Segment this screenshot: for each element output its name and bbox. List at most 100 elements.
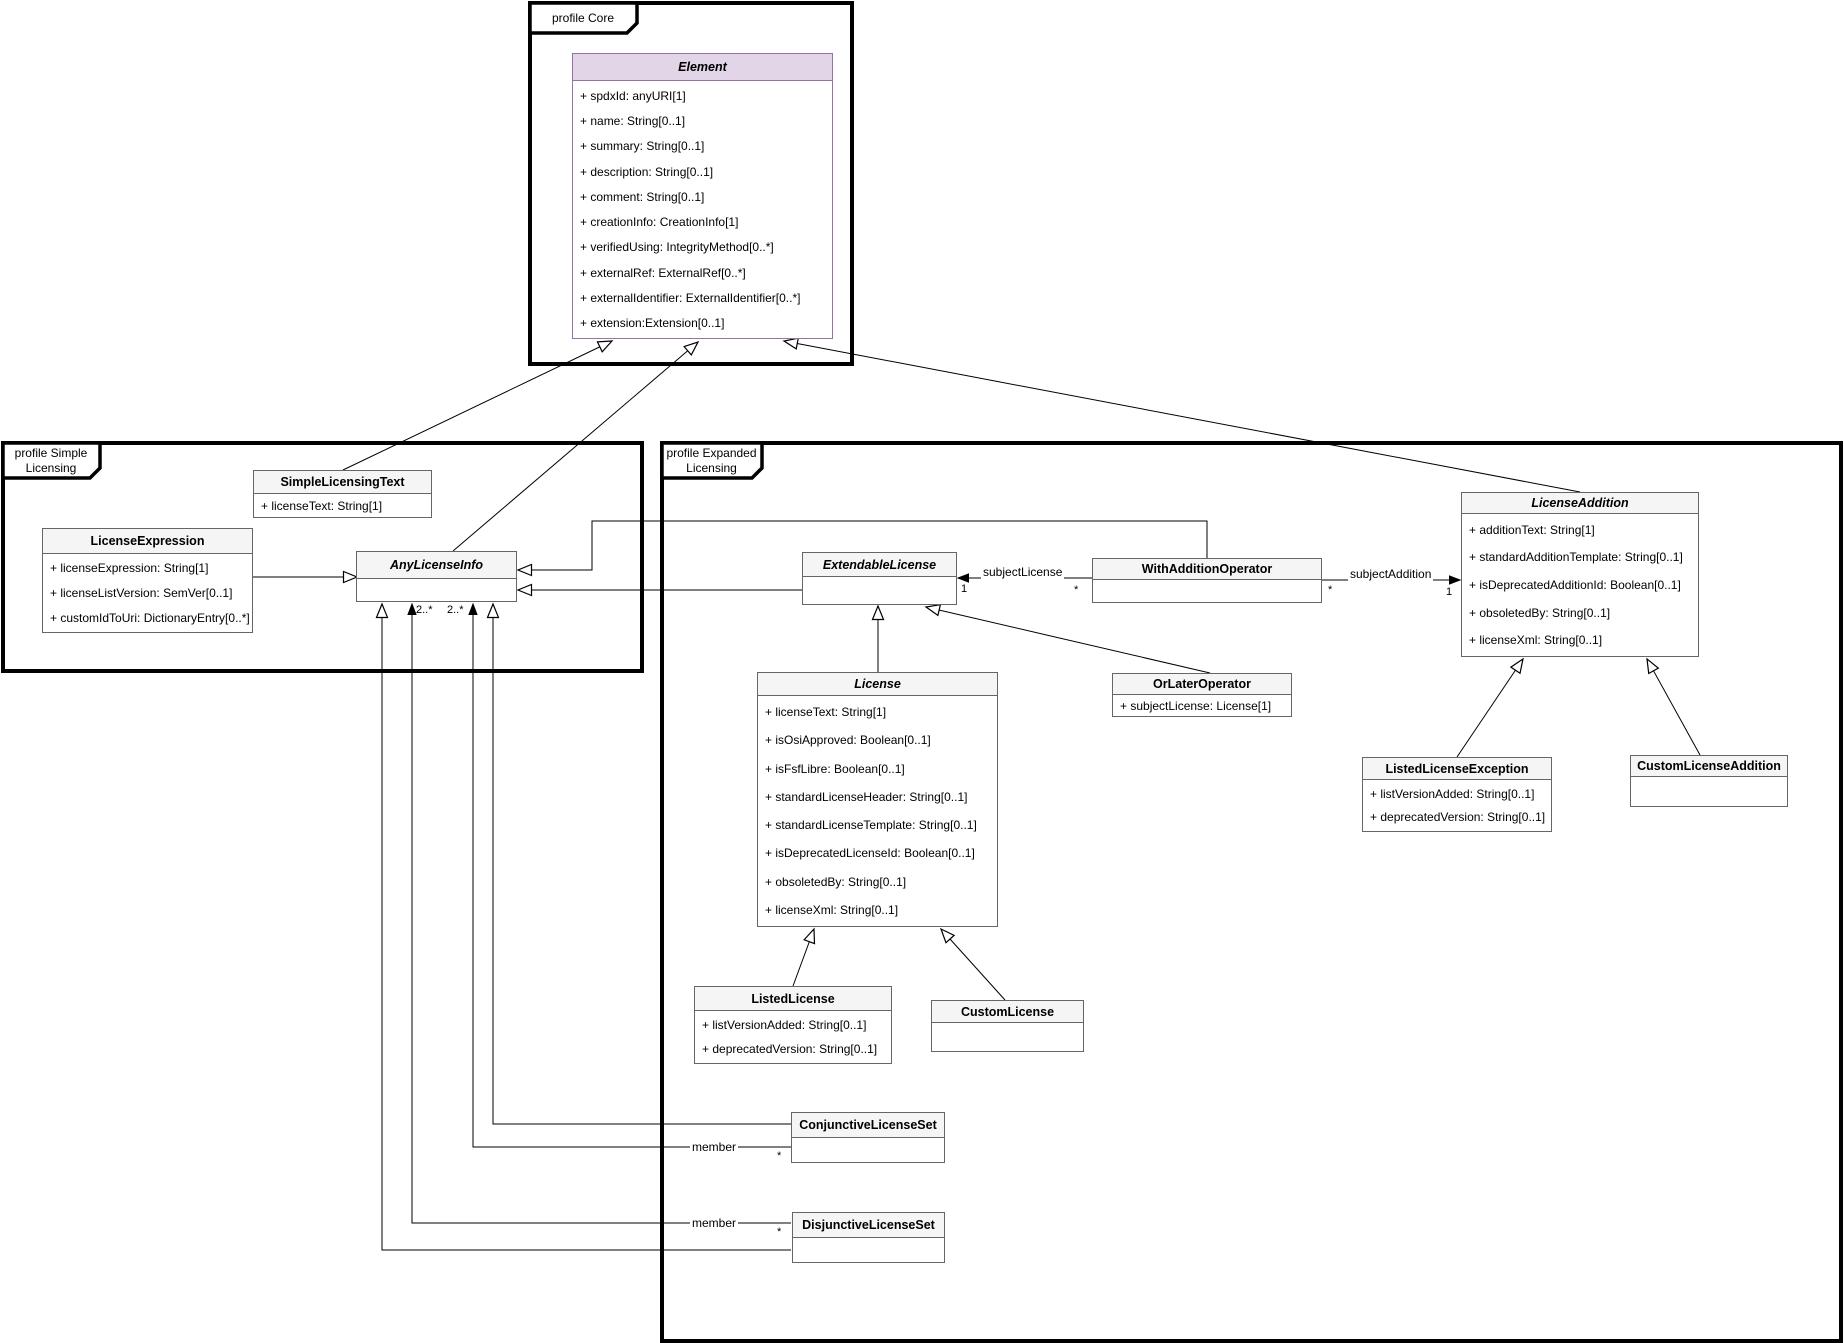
class-element-title: Element	[573, 54, 832, 81]
class-attribute: + additionText: String[1]	[1469, 522, 1595, 537]
edge-gen-simplelicensingtext-element	[342, 340, 614, 471]
edge-gen-customlicense-license	[939, 927, 1006, 1001]
class-attribute: + licenseExpression: String[1]	[50, 561, 209, 576]
class-attribute: + verifiedUsing: IntegrityMethod[0..*]	[580, 240, 774, 255]
package-expanded-tab	[660, 441, 764, 480]
edge-mult-conjunctive-member-target: 2..*	[447, 604, 464, 616]
class-license-title: License	[758, 673, 997, 696]
class-attribute: + standardLicenseHeader: String[0..1]	[765, 789, 968, 804]
package-expanded-label: profile Expanded Licensing	[666, 446, 757, 475]
class-extendablelicense-attributes	[803, 577, 956, 604]
class-anylicenseinfo-title: AnyLicenseInfo	[357, 552, 516, 579]
class-attribute: + obsoletedBy: String[0..1]	[765, 874, 907, 889]
class-attribute: + licenseText: String[1]	[765, 705, 887, 720]
edge-label-conjunctive-member: member	[690, 1140, 739, 1154]
class-customlicense-attributes	[932, 1023, 1083, 1051]
class-attribute: + extension:Extension[0..1]	[580, 316, 725, 331]
class-disjunctivelicenseset-title: DisjunctiveLicenseSet	[793, 1213, 944, 1238]
class-customlicenseaddition: CustomLicenseAddition	[1630, 755, 1788, 807]
class-anylicenseinfo: AnyLicenseInfo	[356, 551, 517, 602]
class-attribute: + deprecatedVersion: String[0..1]	[702, 1042, 878, 1056]
edge-mult-subjectaddition-source: *	[1328, 584, 1333, 596]
class-attribute: + spdxId: anyURI[1]	[580, 88, 686, 103]
class-attribute: + name: String[0..1]	[580, 113, 686, 128]
class-withadditionoperator-title: WithAdditionOperator	[1093, 559, 1321, 580]
edge-gen-listedlicenseexception-licenseaddition	[1456, 657, 1524, 758]
class-withadditionoperator: WithAdditionOperator	[1092, 558, 1322, 603]
class-listedlicenseexception-title: ListedLicenseException	[1363, 758, 1551, 780]
class-conjunctivelicenseset-attributes	[792, 1138, 944, 1162]
class-customlicenseaddition-attributes	[1631, 777, 1787, 806]
class-attribute: + isOsiApproved: Boolean[0..1]	[765, 733, 931, 748]
class-simplelicensingtext-title: SimpleLicensingText	[254, 471, 431, 494]
class-listedlicense-attributes: + listVersionAdded: String[0..1] + deprec…	[695, 1011, 891, 1063]
edge-gen-licenseaddition-element	[782, 337, 1581, 493]
class-attribute: + isFsfLibre: Boolean[0..1]	[765, 761, 905, 776]
class-orlateroperator: OrLaterOperator + subjectLicense: Licens…	[1112, 673, 1292, 717]
package-simple-label: profile Simple Licensing	[14, 446, 88, 475]
edge-label-subjectaddition: subjectAddition	[1348, 567, 1434, 581]
class-attribute: + isDeprecatedLicenseId: Boolean[0..1]	[765, 846, 975, 861]
class-anylicenseinfo-attributes	[357, 579, 516, 601]
package-simple-tab	[1, 441, 102, 480]
class-attribute: + licenseXml: String[0..1]	[765, 902, 899, 917]
class-licenseexpression: LicenseExpression + licenseExpression: S…	[42, 528, 253, 633]
edge-label-subjectlicense: subjectLicense	[981, 565, 1065, 579]
class-withadditionoperator-attributes	[1093, 580, 1321, 602]
class-listedlicense-title: ListedLicense	[695, 987, 891, 1011]
package-simple-frame	[1, 441, 644, 673]
class-attribute: + licenseListVersion: SemVer[0..1]	[50, 585, 233, 600]
class-conjunctivelicenseset: ConjunctiveLicenseSet	[791, 1112, 945, 1163]
class-licenseaddition: LicenseAddition + additionText: String[1…	[1461, 492, 1699, 657]
class-orlateroperator-attributes: + subjectLicense: License[1]	[1113, 695, 1291, 716]
class-attribute: + listVersionAdded: String[0..1]	[1370, 786, 1535, 801]
edge-gen-orlateroperator-extendablelicense	[924, 603, 1211, 674]
edge-gen-listedlicense-license	[792, 927, 816, 987]
class-licenseexpression-title: LicenseExpression	[43, 529, 252, 554]
class-disjunctivelicenseset: DisjunctiveLicenseSet	[792, 1212, 945, 1263]
edge-gen-conjunctivelicenseset-anylicenseinfo	[486, 602, 791, 1125]
package-core-label: profile Core	[551, 10, 615, 25]
edge-mult-subjectlicense-source: *	[1074, 584, 1079, 596]
class-attribute: + externalIdentifier: ExternalIdentifier…	[580, 291, 801, 306]
class-disjunctivelicenseset-attributes	[793, 1238, 944, 1262]
edge-mult-subjectlicense-target: 1	[961, 583, 968, 595]
class-customlicense: CustomLicense	[931, 1000, 1084, 1052]
class-extendablelicense-title: ExtendableLicense	[803, 553, 956, 577]
class-element-attributes: + spdxId: anyURI[1] + name: String[0..1] +…	[573, 81, 832, 338]
class-extendablelicense: ExtendableLicense	[802, 552, 957, 605]
class-attribute: + listVersionAdded: String[0..1]	[702, 1018, 867, 1032]
class-orlateroperator-title: OrLaterOperator	[1113, 674, 1291, 695]
class-attribute: + licenseXml: String[0..1]	[1469, 633, 1603, 648]
class-element: Element + spdxId: anyURI[1] + name: Strin…	[572, 53, 833, 339]
class-attribute: + isDeprecatedAdditionId: Boolean[0..1]	[1469, 577, 1681, 592]
class-customlicenseaddition-title: CustomLicenseAddition	[1631, 756, 1787, 777]
class-attribute: + obsoletedBy: String[0..1]	[1469, 605, 1611, 620]
class-attribute: + description: String[0..1]	[580, 164, 714, 179]
class-attribute: + creationInfo: CreationInfo[1]	[580, 215, 739, 230]
class-licenseaddition-title: LicenseAddition	[1462, 493, 1698, 514]
class-attribute: + comment: String[0..1]	[580, 189, 705, 204]
class-listedlicense: ListedLicense + listVersionAdded: String…	[694, 986, 892, 1064]
package-core-frame	[528, 1, 854, 366]
class-licenseexpression-attributes: + licenseExpression: String[1] + licenseL…	[43, 554, 252, 632]
class-attribute: + summary: String[0..1]	[580, 139, 705, 154]
class-attribute: + externalRef: ExternalRef[0..*]	[580, 265, 746, 280]
edge-gen-anylicenseinfo-element	[452, 340, 700, 552]
class-attribute: + deprecatedVersion: String[0..1]	[1370, 810, 1546, 825]
class-attribute: + standardAdditionTemplate: String[0..1]	[1469, 550, 1683, 565]
edge-mult-disjunctive-member-source: *	[777, 1226, 782, 1238]
class-attribute: + subjectLicense: License[1]	[1120, 698, 1272, 713]
class-listedlicenseexception: ListedLicenseException + listVersionAdde…	[1362, 757, 1552, 832]
edge-gen-withadditionoperator-anylicenseinfo	[516, 520, 1208, 577]
class-attribute: + standardLicenseTemplate: String[0..1]	[765, 818, 977, 833]
class-license: License + licenseText: String[1] + isOsiA…	[757, 672, 998, 927]
class-listedlicenseexception-attributes: + listVersionAdded: String[0..1] + deprec…	[1363, 780, 1551, 831]
package-expanded-frame	[660, 441, 1843, 1343]
class-simplelicensingtext-attributes: + licenseText: String[1]	[254, 494, 431, 517]
class-customlicense-title: CustomLicense	[932, 1001, 1083, 1023]
edge-gen-disjunctivelicenseset-anylicenseinfo	[375, 602, 791, 1251]
edge-assoc-disjunctive-member	[407, 602, 791, 1224]
edge-assoc-conjunctive-member	[468, 602, 791, 1148]
